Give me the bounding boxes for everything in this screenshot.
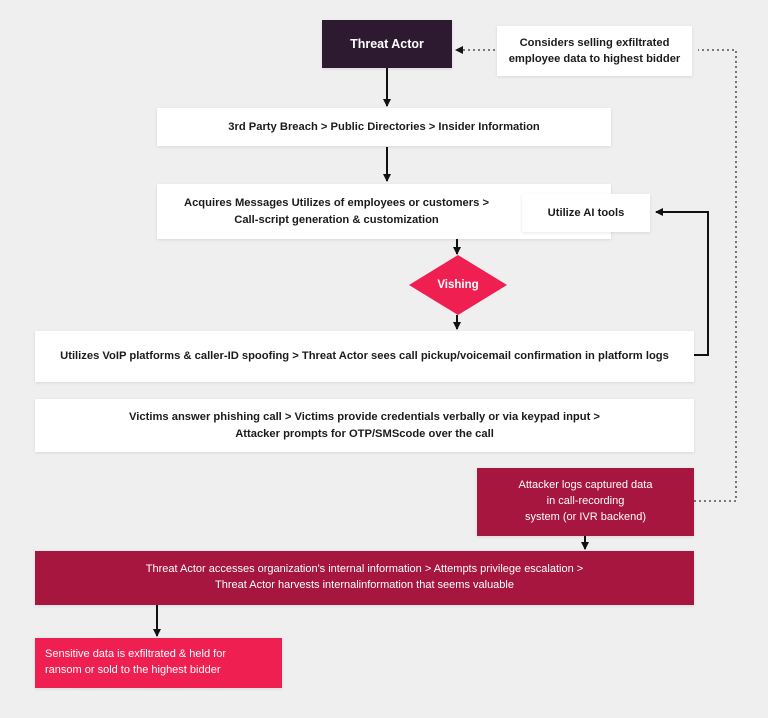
- breach-sources-label: 3rd Party Breach > Public Directories > …: [228, 120, 540, 133]
- considers-selling-node: Considers selling exfiltrated employee d…: [497, 26, 692, 76]
- attacker-logs-node: Attacker logs captured data in call-reco…: [477, 468, 694, 536]
- voip-label: Utilizes VoIP platforms & caller-ID spoo…: [60, 350, 669, 363]
- internal-access-node: Threat Actor accesses organization's int…: [35, 551, 694, 605]
- exfiltrated-line-1: Sensitive data is exfiltrated & held for: [45, 648, 226, 661]
- internal-access-line-1: Threat Actor accesses organization's int…: [145, 563, 584, 576]
- vishing-label: Vishing: [437, 279, 479, 291]
- victims-line-2: Attacker prompts for OTP/SMScode over th…: [235, 427, 494, 440]
- acquires-messages-line-2: Call-script generation & customization: [234, 213, 439, 226]
- utilize-ai-tools-label: Utilize AI tools: [547, 206, 625, 219]
- utilize-ai-tools-node: Utilize AI tools: [522, 194, 650, 232]
- victims-line-1: Victims answer phishing call > Victims p…: [129, 411, 600, 424]
- breach-sources-node: 3rd Party Breach > Public Directories > …: [157, 108, 611, 146]
- considers-selling-line-1: Considers selling exfiltrated: [519, 36, 670, 49]
- voip-node: Utilizes VoIP platforms & caller-ID spoo…: [35, 331, 694, 382]
- threat-actor-label: Threat Actor: [350, 36, 424, 51]
- considers-selling-line-2: employee data to highest bidder: [508, 53, 681, 65]
- threat-actor-node: Threat Actor: [322, 20, 452, 68]
- acquires-messages-line-1: Acquires Messages Utilizes of employees …: [184, 197, 489, 210]
- dotted-loop-logs-to-considers: [694, 49, 737, 502]
- exfiltrated-line-2: ransom or sold to the highest bidder: [45, 664, 221, 676]
- acquires-messages-node: Acquires Messages Utilizes of employees …: [157, 184, 611, 239]
- arrow-voip-to-ai-tools: [655, 208, 709, 356]
- victims-node: Victims answer phishing call > Victims p…: [35, 399, 694, 452]
- attacker-logs-line-1: Attacker logs captured data: [518, 479, 653, 492]
- exfiltrated-node: Sensitive data is exfiltrated & held for…: [35, 638, 282, 688]
- internal-access-line-2: Threat Actor harvests internalinformatio…: [215, 579, 514, 591]
- attacker-logs-line-3: system (or IVR backend): [524, 510, 647, 523]
- attacker-logs-line-2: in call-recording: [546, 495, 625, 508]
